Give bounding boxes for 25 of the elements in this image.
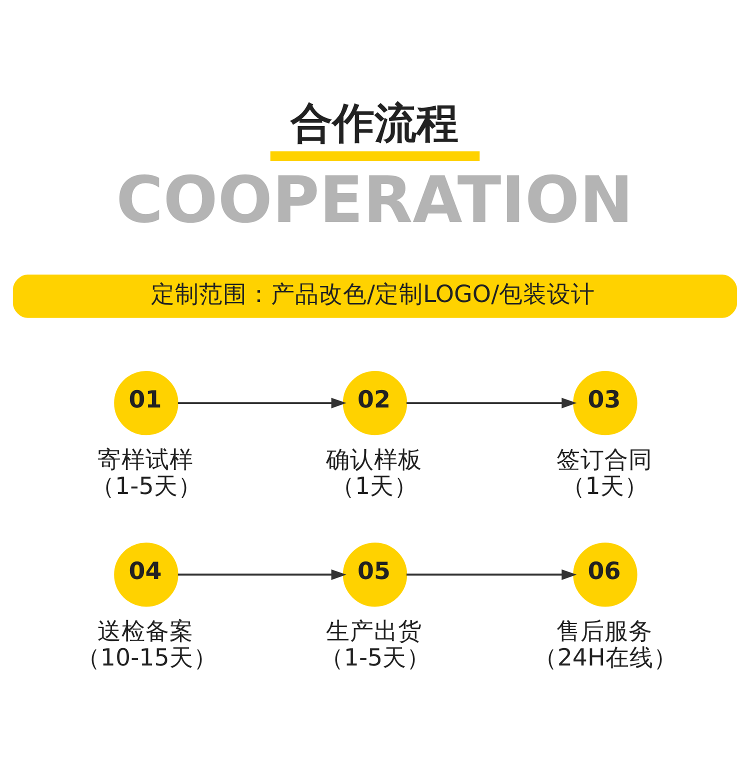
node-label: 售后服务 <box>556 616 652 645</box>
node-box: 定制范围：产品改色/定制LOGO/包装设计 <box>12 274 738 318</box>
arrow <box>406 398 577 408</box>
node-circle: 06 <box>573 542 638 607</box>
node-label: 生产出货 <box>326 616 422 645</box>
node-label: （10-15天） <box>76 643 218 672</box>
node-label: （1-5天） <box>91 472 202 500</box>
node-label: 确认样板 <box>326 445 422 474</box>
node-label: （1天） <box>331 472 418 500</box>
node-label: 签订合同 <box>556 445 652 474</box>
node-circle: 05 <box>342 542 408 607</box>
node-label: 送检备案 <box>97 616 194 645</box>
arrow <box>406 569 577 580</box>
node-circle: 02 <box>342 370 408 436</box>
diagram-title: 合作流程 <box>290 98 459 148</box>
node-label: 寄样试样 <box>97 445 194 474</box>
node-circle: 01 <box>114 370 178 436</box>
node-circle: 03 <box>573 370 638 436</box>
label: COOPERATION <box>116 163 634 238</box>
node-label: （1-5天） <box>320 643 431 672</box>
node-label: （24H在线） <box>533 643 678 672</box>
arrow <box>178 398 346 408</box>
node-circle: 04 <box>114 542 178 607</box>
node-label: （1天） <box>561 472 648 500</box>
arrow <box>178 569 346 580</box>
